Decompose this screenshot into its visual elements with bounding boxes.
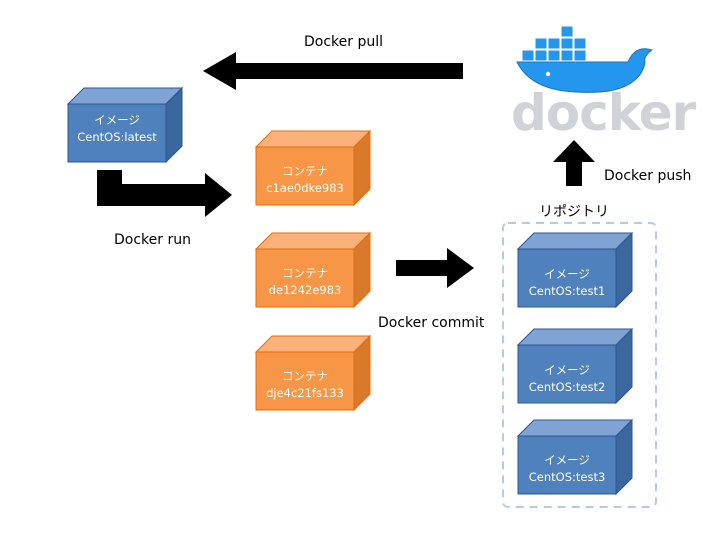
container-title: コンテナ (282, 266, 328, 280)
docker-pull-arrow (203, 52, 463, 90)
container-box-2: コンテナ de1242e983 (256, 265, 354, 299)
repo-image-name: CentOS:test2 (528, 380, 606, 394)
source-image-title: イメージ (94, 113, 140, 127)
repo-image-box-3: イメージ CentOS:test3 (518, 452, 616, 486)
container-id: dje4c21fs133 (266, 386, 344, 400)
repo-image-cube-3 (516, 418, 634, 496)
docker-push-label: Docker push (604, 168, 692, 184)
docker-commit-arrow (396, 248, 474, 288)
repo-image-title: イメージ (544, 453, 590, 467)
repo-image-box-2: イメージ CentOS:test2 (518, 362, 616, 396)
container-box-1: コンテナ c1ae0dke983 (256, 163, 354, 197)
docker-run-label: Docker run (114, 232, 191, 248)
repo-image-title: イメージ (544, 267, 590, 281)
repo-image-box-1: イメージ CentOS:test1 (518, 266, 616, 300)
repo-image-cube-2 (516, 327, 634, 405)
docker-wordmark: docker (511, 84, 696, 142)
docker-pull-label: Docker pull (304, 34, 384, 50)
container-title: コンテナ (282, 164, 328, 178)
source-image-box: イメージ CentOS:latest (68, 112, 166, 146)
repo-image-name: CentOS:test1 (528, 284, 606, 298)
container-cube-2 (254, 231, 372, 309)
docker-commit-label: Docker commit (378, 315, 485, 331)
repository-border (502, 222, 657, 508)
docker-push-arrow (553, 140, 595, 186)
docker-run-arrow (97, 170, 232, 217)
container-cube-3 (254, 334, 372, 412)
repo-image-name: CentOS:test3 (528, 470, 606, 484)
container-id: c1ae0dke983 (266, 181, 344, 195)
container-title: コンテナ (282, 369, 328, 383)
container-box-3: コンテナ dje4c21fs133 (256, 368, 354, 402)
source-image-name: CentOS:latest (77, 130, 157, 144)
source-image-cube (66, 86, 184, 164)
container-cube-1 (254, 129, 372, 207)
repository-label: リポジトリ (539, 204, 609, 220)
repo-image-cube-1 (516, 231, 634, 309)
container-id: de1242e983 (268, 283, 342, 297)
repo-image-title: イメージ (544, 363, 590, 377)
docker-whale-icon (516, 25, 654, 93)
